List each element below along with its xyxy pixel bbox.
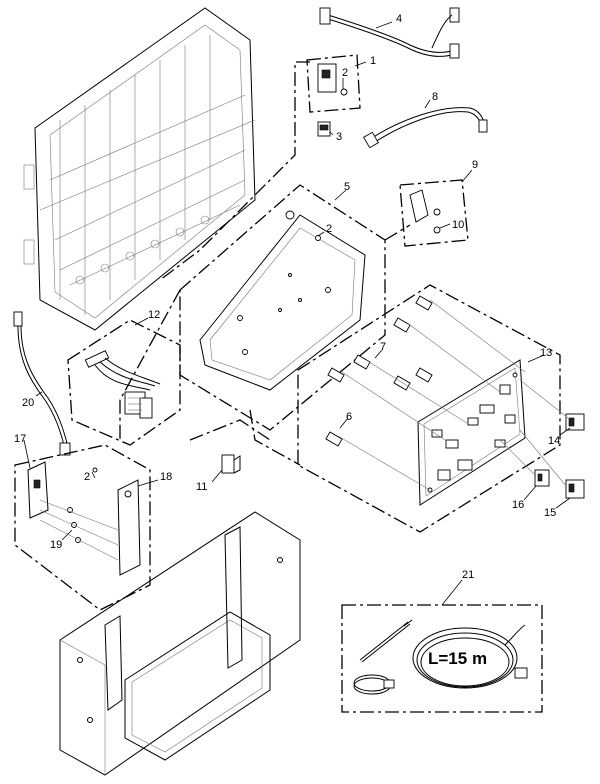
cable-length-label: L=15 m (428, 649, 487, 668)
callout-19: 19 (50, 539, 62, 551)
part-1-bracket (317, 63, 348, 96)
callout-10: 10 (452, 219, 464, 231)
enclosure-housing (23, 7, 256, 331)
callout-20: 20 (22, 397, 34, 409)
group-outline-5 (179, 184, 386, 431)
group-outline-11 (189, 419, 271, 441)
callout-16: 16 (512, 499, 524, 511)
part-19-screws (39, 467, 119, 561)
callout-21: 21 (462, 569, 474, 581)
group-outline-1 (306, 54, 361, 113)
cable-8 (363, 107, 488, 149)
part-13-circuit-board (417, 359, 526, 506)
part-11-clip (221, 454, 241, 474)
callout-15: 15 (544, 507, 556, 519)
callout-7: 7 (380, 341, 386, 353)
callout-3: 3 (336, 131, 342, 143)
callout-2-upper: 2 (342, 67, 348, 79)
callout-11: 11 (196, 481, 207, 493)
connection-lines (119, 61, 411, 466)
group-outline-13 (297, 284, 561, 533)
callout-8: 8 (432, 91, 438, 103)
standoff-centerlines (337, 299, 526, 491)
group-outline-21 (341, 604, 543, 713)
cable-4 (319, 7, 460, 59)
part-3-connector (317, 121, 331, 137)
callout-13: 13 (540, 347, 552, 359)
leader-lines (23, 21, 571, 606)
callout-6: 6 (346, 411, 352, 423)
part-5-mounting-plate (199, 210, 366, 391)
part-15-plug (565, 479, 585, 499)
part-9-latch (409, 189, 441, 234)
callout-5: 5 (344, 181, 350, 193)
group-outline-9 (399, 179, 469, 247)
callout-9: 9 (472, 159, 478, 171)
callout-18: 18 (160, 471, 172, 483)
callout-2-lower: 2 (84, 471, 90, 483)
part-16-plug (534, 469, 550, 487)
callout-2-middle: 2 (326, 223, 332, 235)
callout-14: 14 (548, 435, 560, 447)
callout-4: 4 (396, 13, 402, 25)
group-outline-17 (14, 444, 151, 611)
front-cover (59, 511, 301, 776)
callout-numbers: 1 2 3 4 8 5 2 9 10 12 7 13 6 11 14 16 15… (14, 13, 560, 581)
part-18-plate (117, 479, 141, 576)
part-14-plug (565, 413, 585, 431)
group-outline-12 (67, 319, 181, 446)
part-21-accessory-kit (353, 619, 528, 695)
part-7-standoffs (325, 295, 433, 447)
part-12-cable-harness (84, 350, 161, 419)
callout-12: 12 (148, 309, 160, 321)
part-17-bracket (27, 461, 49, 519)
cable-20 (13, 311, 71, 456)
callout-1: 1 (370, 55, 376, 67)
callout-17: 17 (14, 433, 26, 445)
